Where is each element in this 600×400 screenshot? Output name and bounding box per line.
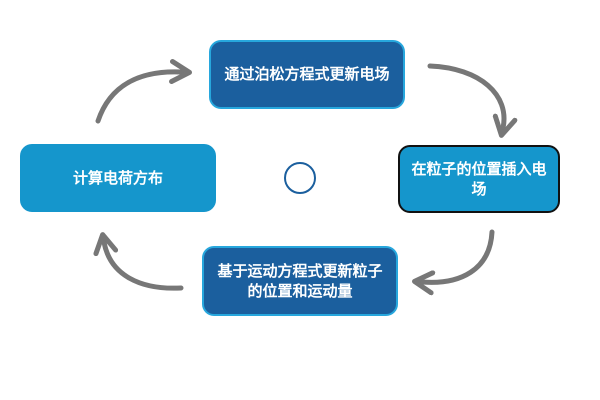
node-compute-charge: 计算电荷方布 xyxy=(20,144,216,212)
arrow-right-to-bottom xyxy=(412,229,495,296)
arrow-left-to-top xyxy=(95,59,192,124)
node-update-field-poisson-label: 通过泊松方程式更新电场 xyxy=(224,65,390,84)
node-interpolate-field: 在粒子的位置插入电场 xyxy=(398,145,560,213)
node-update-particles: 基于运动方程式更新粒子的位置和运动量 xyxy=(202,246,398,316)
node-compute-charge-label: 计算电荷方布 xyxy=(72,168,163,187)
arrow-top-to-right xyxy=(427,63,518,138)
center-circle xyxy=(284,162,316,194)
arrow-bottom-to-left xyxy=(93,232,184,291)
node-update-particles-label: 基于运动方程式更新粒子的位置和运动量 xyxy=(217,261,383,300)
node-update-field-poisson: 通过泊松方程式更新电场 xyxy=(209,40,405,109)
node-interpolate-field-label: 在粒子的位置插入电场 xyxy=(411,159,547,198)
